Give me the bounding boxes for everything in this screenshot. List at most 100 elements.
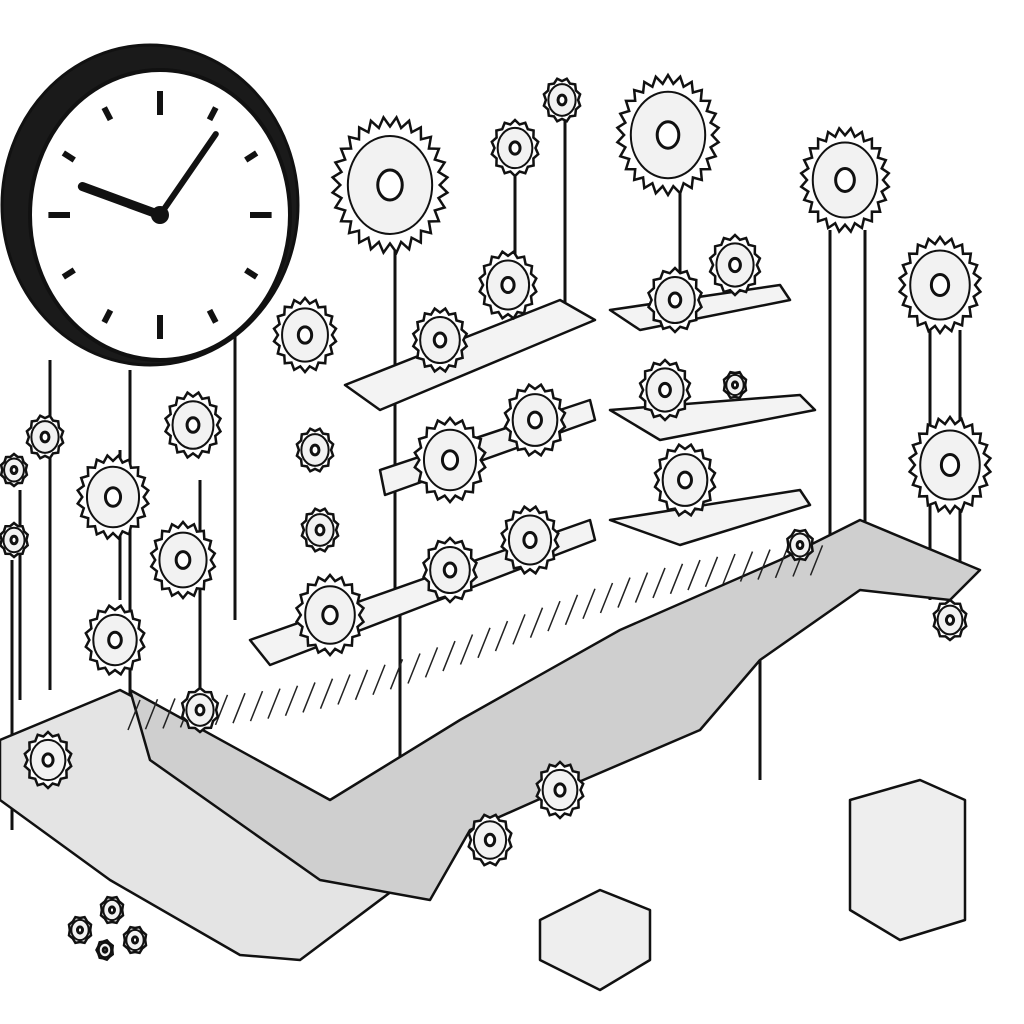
belt-slat [599,582,614,614]
belt-slat [354,669,369,701]
gear [638,358,692,422]
gear-hub [944,614,956,626]
belt-slat [512,614,526,645]
belt-slat [442,640,456,672]
gear [897,234,983,336]
gear-hub [130,935,140,945]
belt-slat [459,634,474,665]
gear-hub [103,486,123,508]
belt-slat [372,664,386,696]
gear [503,382,567,458]
belt-slat [424,647,439,678]
gear-hub [194,703,206,717]
gear-hub [677,470,693,490]
gear-hub [556,93,568,107]
gear [149,520,217,600]
belt-slat [284,685,299,717]
gear-hub [174,550,192,570]
belt-slat [774,547,789,579]
gear-hub [929,272,951,298]
shelving-units [248,283,967,992]
clock-tick [61,267,76,280]
belt-slat [652,567,666,599]
gear [75,453,151,541]
clock-tick [101,106,114,122]
gear [163,390,223,460]
gear-hub [107,630,123,650]
gear [542,77,582,123]
belt-slat [267,688,281,719]
gear [272,296,338,374]
motor-box [538,888,652,992]
gear [95,938,115,962]
gear [722,370,748,400]
gear-hub [522,531,538,549]
belt-slat [249,690,264,722]
gear [23,730,73,790]
back-conveyor-belt [128,518,982,902]
belt-slat [617,577,631,608]
gear-hub [39,430,51,444]
gear [67,915,93,945]
gear-hub [440,449,460,471]
gear [467,813,513,867]
gear [500,504,560,576]
gear-hub [483,832,497,848]
gear [294,573,366,657]
belt-slat [162,698,176,729]
gear [413,416,487,504]
gear [615,72,721,198]
gear [786,528,814,562]
belt-slat [687,559,701,591]
gear-hub [667,291,683,309]
gear-hub [939,452,961,478]
gear-hub [655,120,681,150]
gear-hub [107,905,117,915]
gear [646,266,704,334]
belt-slat [494,620,509,652]
gear [84,603,146,677]
clock-minute-hand [157,131,219,218]
belt-slat [739,551,754,582]
belt-slat [214,694,229,726]
shelf-unit-center [248,298,597,667]
gear [535,760,585,820]
conveyor-belts [0,518,982,962]
belt-slat [389,659,404,690]
gear-hub [309,443,321,457]
belt-slat [337,674,351,705]
gears [0,72,993,962]
gear-hub [101,946,109,954]
gear-hub [442,561,458,579]
gear [300,507,340,553]
belt-slat [319,678,334,709]
belt-slat [722,553,736,585]
gear-hub [728,256,742,274]
clock-tick [244,267,259,280]
belt-slat [477,627,491,659]
gear-hub [296,325,314,345]
gear-hub [500,276,516,294]
belt-slat [232,692,246,724]
gear [330,114,450,256]
belt-slat [809,545,824,576]
gear-hub [185,416,201,434]
gear-hub [795,539,805,551]
belt-slat [144,698,159,730]
clock-tick [206,106,219,122]
belt-slat [302,682,316,713]
belt-slat [757,549,771,580]
belt-slat [582,588,596,620]
gear [0,521,30,559]
gear-hub [314,523,326,537]
belt-slat [669,563,684,595]
clock-tick [61,150,76,163]
gear-hub [9,534,19,546]
gear [708,233,762,297]
belt-slat [529,607,544,638]
gear [490,118,540,178]
gear-hub [834,167,856,193]
gear [122,925,148,955]
gear [0,452,29,488]
